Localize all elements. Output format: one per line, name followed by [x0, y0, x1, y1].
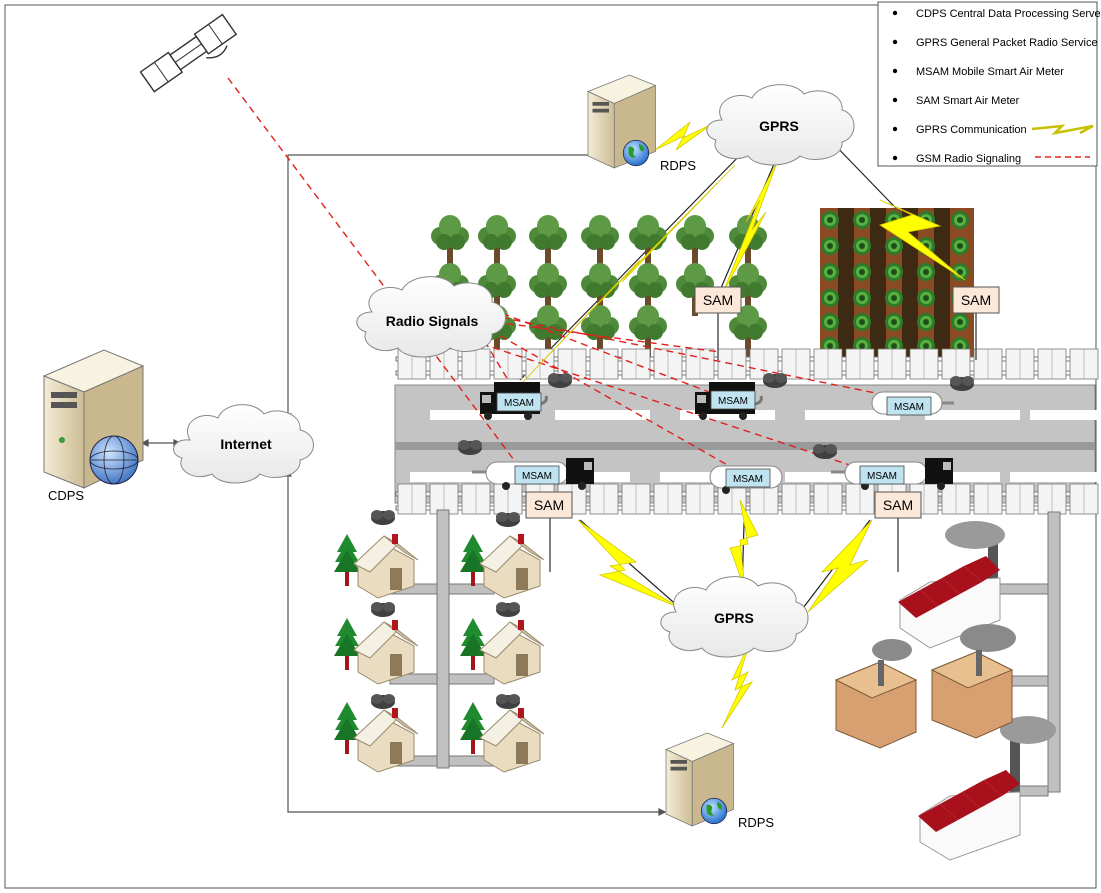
sam-box	[694, 286, 742, 314]
legend-bullet	[892, 97, 898, 103]
rdps-bottom-label: RDPS	[738, 815, 774, 830]
msam-label: MSAM	[522, 471, 552, 482]
legend-bullet	[892, 126, 898, 132]
legend-item: SAM Smart Air Meter	[916, 95, 1020, 107]
sam-box	[525, 491, 573, 519]
cdps-server-icon	[42, 349, 145, 489]
msam-label: MSAM	[894, 402, 924, 413]
msam-meters: MSAM MSAM MSAM MSAM MSAM MSAM	[496, 390, 932, 488]
gprs-top-cloud	[706, 84, 855, 166]
rdps-top-server-icon	[587, 74, 657, 169]
legend-item: MSAM Mobile Smart Air Meter	[916, 66, 1064, 78]
sam-label: SAM	[703, 292, 733, 308]
internet-label: Internet	[220, 436, 272, 452]
gprs-top-label: GPRS	[759, 118, 799, 134]
legend: CDPS Central Data Processing ServerGPRS …	[877, 1, 1101, 167]
residential-area	[334, 509, 545, 773]
legend-item: CDPS Central Data Processing Server	[916, 8, 1101, 20]
sam-meters: SAM SAM SAM SAM	[525, 286, 1000, 572]
legend-bullet	[892, 39, 898, 45]
rdps-bottom-server-icon	[665, 732, 735, 827]
legend-bullet	[892, 155, 898, 161]
legend-bullet	[892, 10, 898, 16]
legend-item: GSM Radio Signaling	[916, 153, 1021, 165]
msam-box	[886, 396, 932, 416]
msam-box	[725, 468, 771, 488]
legend-item: GPRS General Packet Radio Service	[916, 37, 1098, 49]
industrial-area	[834, 511, 1061, 861]
msam-label: MSAM	[733, 474, 763, 485]
msam-box	[859, 465, 905, 485]
sam-label: SAM	[534, 497, 564, 513]
internet-cloud	[173, 404, 314, 484]
sam-label: SAM	[961, 292, 991, 308]
cdps-label: CDPS	[48, 488, 84, 503]
sam-box	[874, 491, 922, 519]
legend-bullet	[892, 68, 898, 74]
gprs-links	[519, 121, 966, 729]
msam-box	[496, 392, 542, 412]
radio-signals-cloud	[356, 276, 506, 358]
sam-label: SAM	[883, 497, 913, 513]
satellite-icon	[139, 13, 238, 93]
msam-label: MSAM	[504, 398, 534, 409]
sam-box	[952, 286, 1000, 314]
legend-item: GPRS Communication	[916, 124, 1027, 136]
gprs-bottom-cloud	[660, 576, 809, 658]
farm-field	[820, 208, 974, 358]
msam-label: MSAM	[718, 396, 748, 407]
legend-lightning-icon	[1031, 124, 1094, 135]
radio-signals-label: Radio Signals	[386, 313, 479, 329]
rdps-top-label: RDPS	[660, 158, 696, 173]
msam-box	[514, 465, 560, 485]
msam-label: MSAM	[867, 471, 897, 482]
msam-box	[710, 390, 756, 410]
gprs-bottom-label: GPRS	[714, 610, 754, 626]
